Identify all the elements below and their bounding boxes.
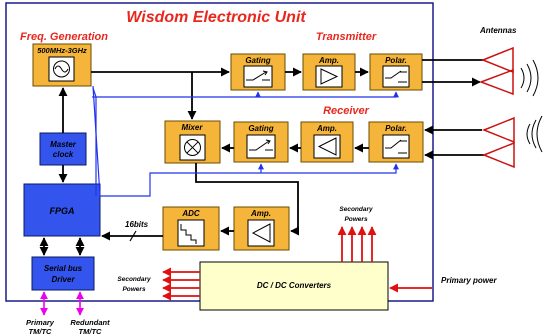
master-clock-label-2: clock: [53, 150, 74, 159]
serial-bus-label-1: Serial bus: [44, 264, 83, 273]
antennas-label: Antennas: [479, 26, 517, 35]
tx-polar-block: Polar.: [369, 53, 423, 91]
mixer-block: Mixer: [164, 120, 221, 164]
serial-bus-driver-block: Serial bus Driver: [31, 256, 95, 291]
secondary-powers-left-1: Secondary: [117, 276, 151, 283]
oscillator-block: 500MHz-3GHz: [32, 43, 92, 87]
diagram-title: Wisdom Electronic Unit: [126, 9, 306, 26]
adc-block: ADC: [162, 206, 220, 251]
rx-amp-block: Amp.: [300, 121, 354, 163]
rx-polar-block: Polar.: [368, 121, 424, 163]
dcdc-label: DC / DC Converters: [257, 281, 332, 290]
rx-polar-label: Polar.: [385, 124, 407, 133]
horn-antenna-icon: [480, 46, 514, 74]
triangle-amplifier-icon: [247, 219, 275, 247]
tx-polar-label: Polar.: [385, 56, 407, 65]
primary-tmtc-2: TM/TC: [29, 327, 52, 336]
tx-amp-label: Amp.: [318, 56, 339, 65]
switch-icon: [243, 65, 273, 88]
rx-gating-block: Gating: [233, 121, 289, 163]
rx-amp-label: Amp.: [316, 124, 337, 133]
bus-width-label: 16bits: [125, 220, 149, 229]
horn-antenna-icon: [481, 116, 515, 144]
polarization-switch-icon: [382, 65, 410, 88]
control-lines: [92, 85, 399, 197]
primary-tmtc-1: Primary: [26, 318, 55, 327]
tx-amp-block: Amp.: [302, 53, 356, 91]
tx-gating-label: Gating: [245, 56, 270, 65]
tx-gating-block: Gating: [230, 53, 286, 91]
secondary-powers-left-2: Powers: [122, 286, 146, 293]
radiation-waves-rx: [526, 115, 543, 153]
redundant-tmtc-1: Redundant: [70, 318, 110, 327]
triangle-amplifier-icon: [313, 134, 341, 159]
horn-antenna-icon: [481, 141, 515, 169]
secondary-powers-top-2: Powers: [344, 216, 368, 223]
sine-wave-icon: [48, 56, 75, 82]
master-clock-block: Master clock: [39, 132, 87, 166]
oscillator-label: 500MHz-3GHz: [37, 46, 87, 55]
mixer-cross-icon: [179, 134, 206, 161]
serial-bus-label-2: Driver: [51, 275, 75, 284]
primary-power-label: Primary power: [441, 276, 497, 285]
power-lines: [162, 226, 432, 301]
rx-gating-label: Gating: [248, 124, 273, 133]
dcdc-converters-block: DC / DC Converters: [199, 261, 389, 311]
mixer-label: Mixer: [182, 123, 204, 132]
adc-amp-label: Amp.: [250, 209, 271, 218]
adc-label: ADC: [181, 209, 200, 218]
staircase-icon: [177, 219, 205, 247]
redundant-tmtc-2: TM/TC: [79, 327, 102, 336]
adc-amp-block: Amp.: [233, 206, 290, 251]
horn-antenna-icon: [478, 68, 514, 96]
tmtc-lines: [40, 291, 84, 316]
fpga-block: FPGA: [23, 183, 101, 237]
master-clock-label-1: Master: [50, 140, 77, 149]
section-receiver: Receiver: [323, 105, 370, 117]
section-freq-generation: Freq. Generation: [20, 31, 108, 43]
fpga-label: FPGA: [49, 206, 74, 216]
radiation-waves-tx: [520, 59, 539, 97]
switch-icon: [246, 134, 276, 159]
secondary-powers-top-1: Secondary: [339, 206, 373, 213]
section-transmitter: Transmitter: [316, 31, 377, 43]
triangle-amplifier-icon: [315, 65, 343, 88]
signal-lines: [39, 59, 485, 256]
polarization-switch-icon: [382, 134, 410, 159]
